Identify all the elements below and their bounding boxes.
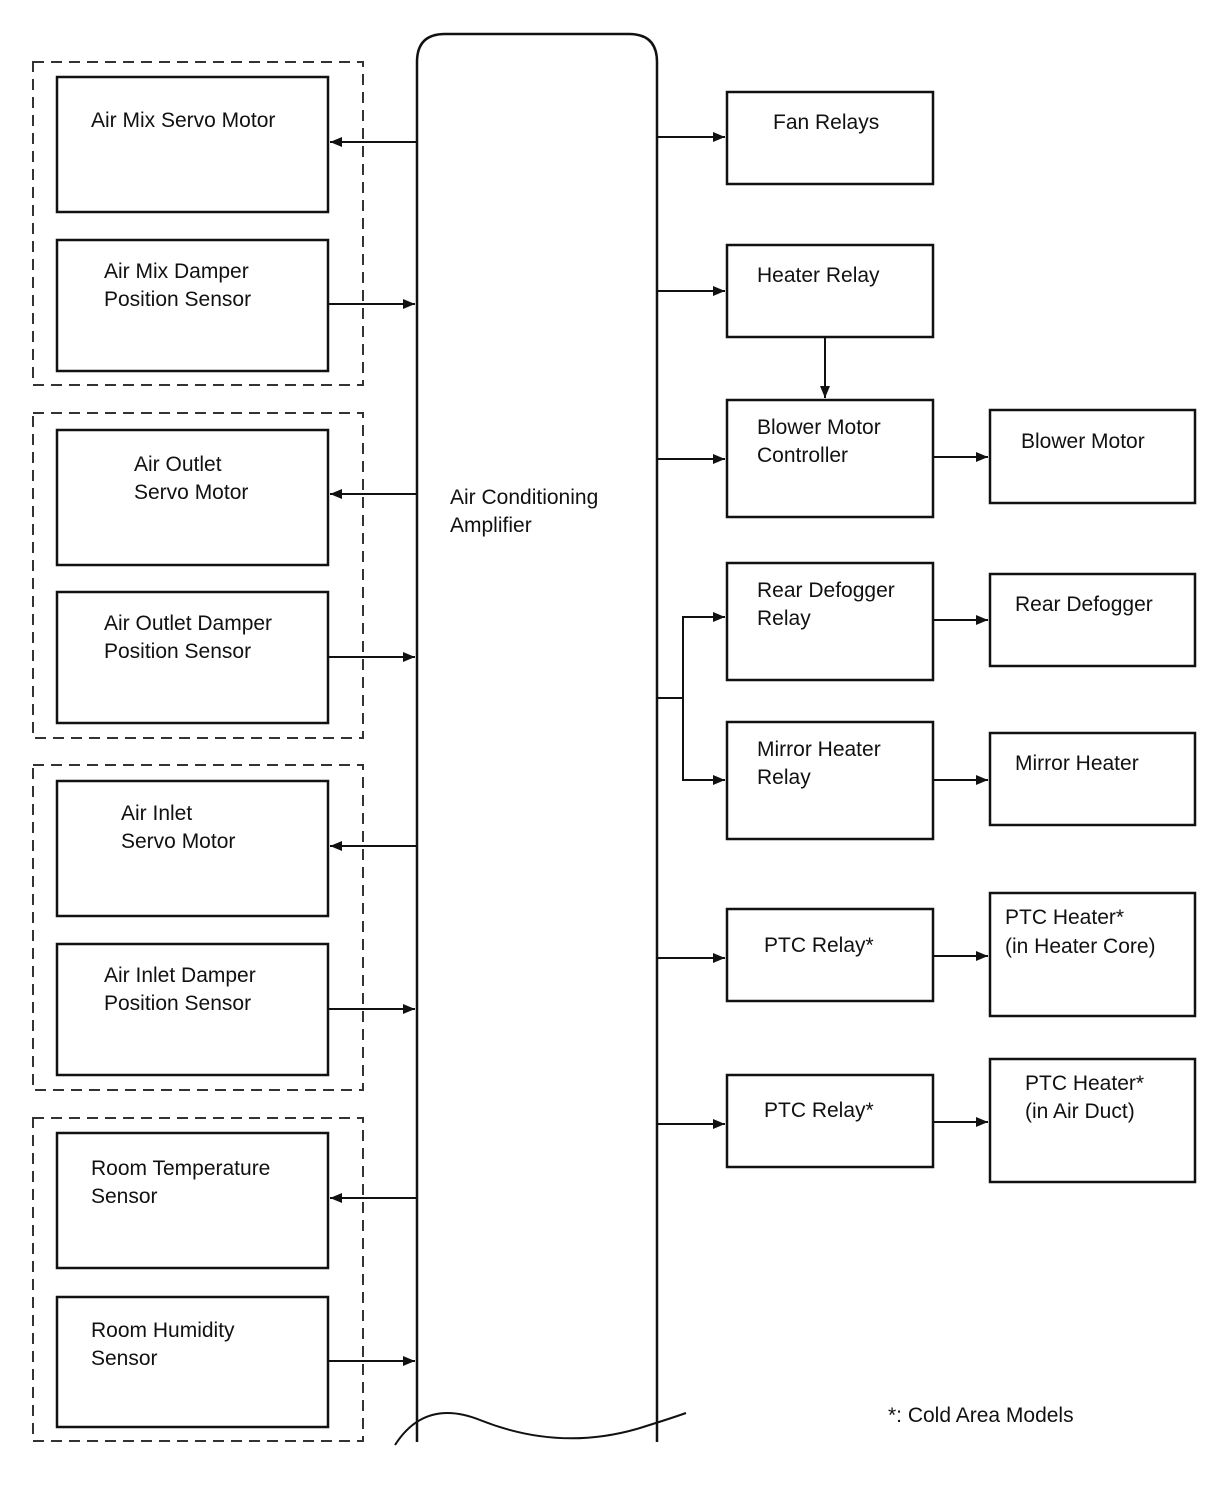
- arrow-to-mirror-heater-relay: [682, 698, 725, 785]
- label-rear-defogger: Rear Defogger: [1015, 593, 1153, 616]
- box-room-humidity-sensor: [55, 1295, 330, 1429]
- dashed-groups: [32, 61, 364, 1442]
- box-air-outlet-damper-position-sensor: [55, 590, 330, 725]
- box-heater-relay: [725, 243, 935, 339]
- group-room-sensors: [32, 1117, 364, 1442]
- box-blower-motor: [988, 408, 1197, 505]
- right-connectors: [657, 132, 988, 1129]
- group-air-mix: [32, 61, 364, 386]
- box-air-outlet-servo-motor: [55, 428, 330, 567]
- box-ptc-relay-2: [725, 1073, 935, 1169]
- label-fan-relays: Fan Relays: [773, 111, 879, 134]
- label-room-humidity-sensor: Room Humidity Sensor: [91, 1319, 240, 1370]
- label-rear-defogger-relay: Rear Defogger Relay: [757, 579, 901, 630]
- box-mirror-heater: [988, 731, 1197, 827]
- arrow-to-rear-defogger-relay: [682, 612, 725, 698]
- box-mirror-heater-relay: [725, 720, 935, 841]
- label-mirror-heater-relay: Mirror Heater Relay: [757, 738, 887, 789]
- amplifier-column: [415, 32, 659, 1442]
- box-ptc-heater-heater-core: [988, 891, 1197, 1018]
- label-air-mix-damper-position-sensor: Air Mix Damper Position Sensor: [104, 260, 255, 311]
- label-blower-motor: Blower Motor: [1021, 430, 1145, 453]
- amplifier-break-line: [394, 1412, 687, 1446]
- box-blower-motor-controller: [725, 398, 935, 519]
- amplifier-label: Air Conditioning Amplifier: [450, 486, 604, 537]
- box-air-inlet-servo-motor: [55, 779, 330, 918]
- label-air-outlet-servo-motor: Air Outlet Servo Motor: [134, 453, 248, 504]
- left-connectors: [328, 137, 417, 1366]
- box-air-inlet-damper-position-sensor: [55, 942, 330, 1077]
- footnote: *: Cold Area Models: [888, 1404, 1074, 1427]
- label-room-temperature-sensor: Room Temperature Sensor: [91, 1157, 276, 1208]
- label-air-mix-servo-motor: Air Mix Servo Motor: [91, 109, 275, 132]
- label-air-inlet-servo-motor: Air Inlet Servo Motor: [121, 802, 235, 853]
- label-blower-motor-controller: Blower Motor Controller: [757, 416, 887, 467]
- box-room-temperature-sensor: [55, 1131, 330, 1270]
- right-box-labels: Fan Relays Heater Relay Blower Motor Con…: [757, 111, 1156, 1123]
- label-ptc-heater-air-duct: PTC Heater* (in Air Duct): [1025, 1072, 1150, 1123]
- label-mirror-heater: Mirror Heater: [1015, 752, 1139, 775]
- box-rear-defogger-relay: [725, 561, 935, 682]
- group-air-outlet: [32, 412, 364, 739]
- label-ptc-relay-2: PTC Relay*: [764, 1099, 874, 1122]
- right-boxes: [725, 90, 1197, 1184]
- label-heater-relay: Heater Relay: [757, 264, 880, 287]
- label-air-outlet-damper-position-sensor: Air Outlet Damper Position Sensor: [104, 612, 278, 663]
- box-air-mix-damper-position-sensor: [55, 238, 330, 373]
- label-ptc-heater-heater-core: PTC Heater* (in Heater Core): [1005, 906, 1156, 958]
- box-fan-relays: [725, 90, 935, 186]
- left-box-labels: Air Mix Servo Motor Air Mix Damper Posit…: [91, 109, 278, 1370]
- label-air-inlet-damper-position-sensor: Air Inlet Damper Position Sensor: [104, 964, 262, 1015]
- group-air-inlet: [32, 764, 364, 1091]
- left-boxes: [55, 75, 330, 1429]
- box-ptc-heater-air-duct: [988, 1057, 1197, 1184]
- box-rear-defogger: [988, 572, 1197, 668]
- box-air-mix-servo-motor: [55, 75, 330, 214]
- label-ptc-relay-1: PTC Relay*: [764, 934, 874, 957]
